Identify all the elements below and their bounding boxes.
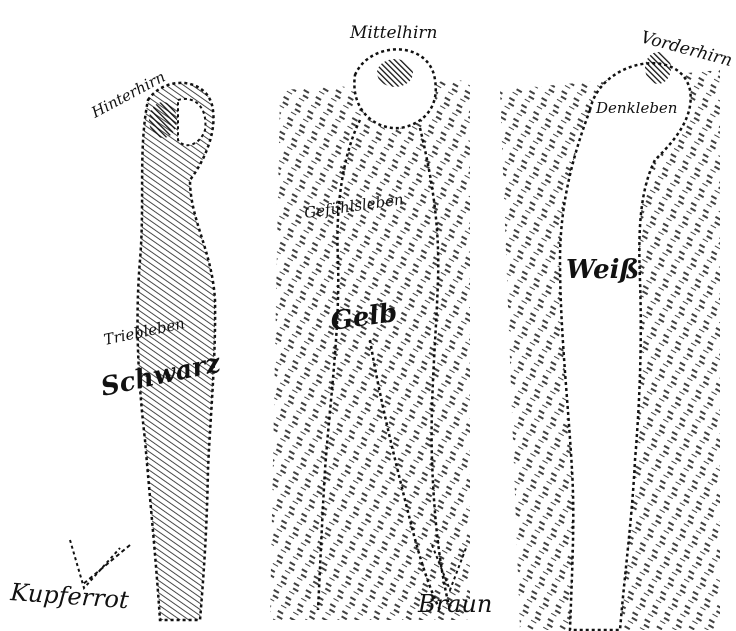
right-brain-spot <box>645 52 671 84</box>
right-life-label: Denkleben <box>595 99 677 117</box>
left-brain-spot <box>149 102 177 138</box>
middle-brain-spot <box>377 59 413 87</box>
right-color-label: Weiß <box>566 255 639 285</box>
middle-hatch-field <box>270 80 470 620</box>
left-figure <box>70 83 215 620</box>
left-bottom-label: Kupferrot <box>9 578 130 614</box>
left-arrow-head <box>70 540 120 588</box>
left-arrow-line <box>82 545 130 585</box>
right-figure <box>500 52 720 630</box>
middle-bottom-label: Braun <box>417 590 492 618</box>
middle-figure <box>270 49 470 620</box>
middle-brain-label: Mittelhirn <box>349 23 437 43</box>
